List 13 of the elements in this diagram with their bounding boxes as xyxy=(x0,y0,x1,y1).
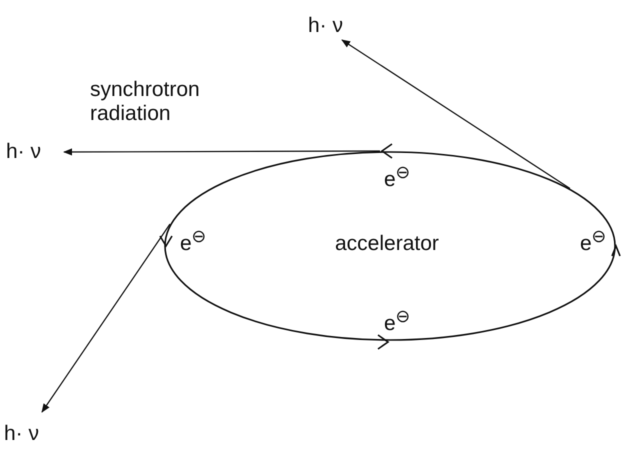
photon-label: h· ν xyxy=(6,140,58,164)
electron-label: e$^{⊖}$ xyxy=(384,305,411,336)
radiation-arrow xyxy=(341,40,570,189)
electron-label: e$^{⊖}$ xyxy=(580,225,607,256)
photon-label: h· ν xyxy=(308,14,360,38)
photon-label: h· ν xyxy=(4,422,56,446)
accelerator-ring xyxy=(164,151,616,341)
edge-label: synchrotron radiation xyxy=(90,78,201,126)
electron-label: e$^{⊖}$ xyxy=(384,161,411,192)
radiation-arrow xyxy=(42,224,170,413)
ring-label: accelerator xyxy=(335,232,439,256)
radiation-arrow xyxy=(63,148,380,156)
electron-label: e$^{⊖}$ xyxy=(180,225,207,256)
